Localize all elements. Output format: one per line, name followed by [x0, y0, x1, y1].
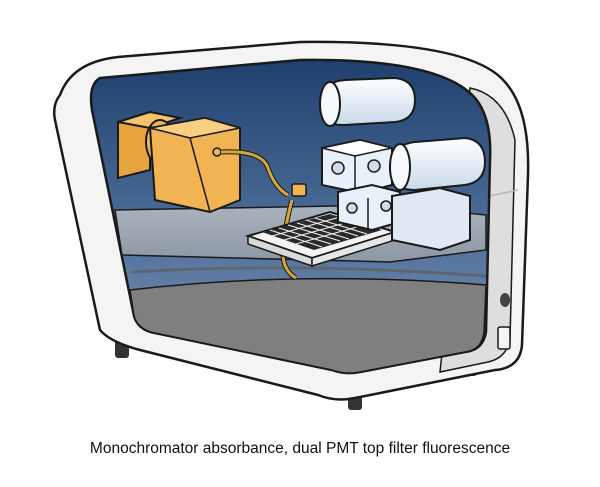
- figure-caption: Monochromator absorbance, dual PMT top f…: [89, 440, 511, 457]
- pmt-detector-icon: [318, 76, 487, 192]
- side-port-icon: [497, 293, 511, 350]
- monochromator-box-icon: [117, 110, 241, 214]
- instrument-illustration: [52, 40, 530, 410]
- filter-cube-icon: [321, 138, 471, 252]
- optical-fiber-icon: [220, 149, 307, 281]
